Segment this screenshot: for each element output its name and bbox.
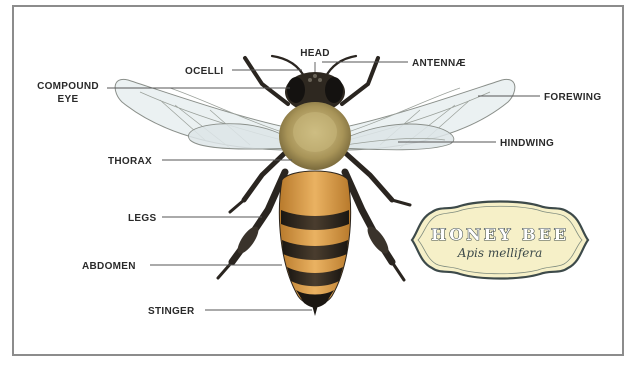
ocellus [318, 78, 322, 82]
label-forewing: FOREWING [544, 92, 601, 103]
label-head: HEAD [300, 48, 330, 59]
stinger-tip [312, 305, 318, 316]
species-plaque: HONEY BEE Apis mellifera [412, 202, 588, 279]
bee-abdomen [279, 171, 350, 316]
label-hindwing: HINDWING [500, 138, 554, 149]
label-stinger: STINGER [148, 306, 195, 317]
ocellus [308, 78, 312, 82]
label-ocelli: OCELLI [185, 66, 223, 77]
label-compound-eye-line2: EYE [58, 94, 79, 105]
label-antennae: ANTENNÆ [412, 58, 466, 69]
ocellus [313, 74, 317, 78]
label-legs: LEGS [128, 213, 156, 224]
label-compound-eye-line1: COMPOUND [37, 81, 99, 92]
compound-eye-right [325, 77, 343, 103]
label-thorax: THORAX [108, 156, 152, 167]
label-abdomen: ABDOMEN [82, 261, 136, 272]
compound-eye-left [287, 77, 305, 103]
plaque-title: HONEY BEE [431, 225, 569, 244]
plaque-subtitle: Apis mellifera [457, 246, 543, 260]
